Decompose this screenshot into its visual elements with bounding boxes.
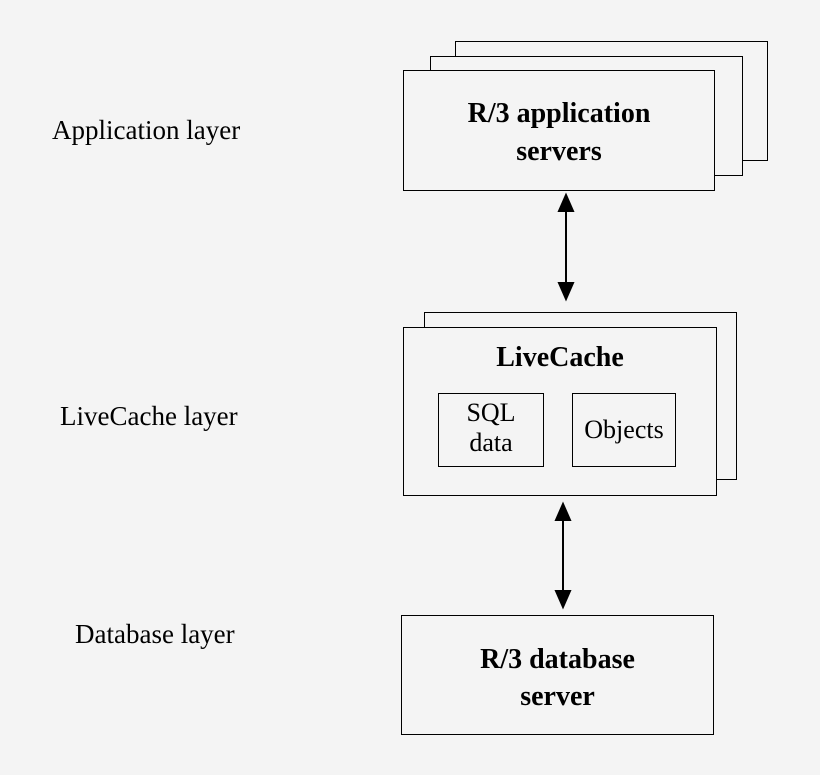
db-server-box: R/3 database server xyxy=(401,615,714,735)
sql-data-line1: SQL xyxy=(466,398,516,427)
livecache-title: LiveCache xyxy=(496,342,624,373)
objects-box: Objects xyxy=(572,393,676,467)
app-livecache-arrow-down-head xyxy=(557,282,575,302)
db-server-title-line1: R/3 database xyxy=(480,644,635,675)
livecache-db-arrow-down-head xyxy=(554,590,572,610)
sql-data-box: SQL data xyxy=(438,393,544,467)
database-layer-label: Database layer xyxy=(75,619,235,649)
livecache-layer-label: LiveCache layer xyxy=(60,401,238,431)
app-servers-box: R/3 application servers xyxy=(403,70,715,191)
objects-label: Objects xyxy=(584,415,664,444)
app-servers-title-line2: servers xyxy=(516,136,602,167)
livecache-db-arrow-up-head xyxy=(554,501,572,521)
app-servers-title-line1: R/3 application xyxy=(467,98,651,129)
app-livecache-arrow-up-head xyxy=(557,192,575,212)
sql-data-line2: data xyxy=(469,428,513,457)
db-server-title-line2: server xyxy=(520,681,595,712)
application-layer-label: Application layer xyxy=(52,115,241,145)
livecache-box: LiveCache SQL data Objects xyxy=(403,327,717,496)
